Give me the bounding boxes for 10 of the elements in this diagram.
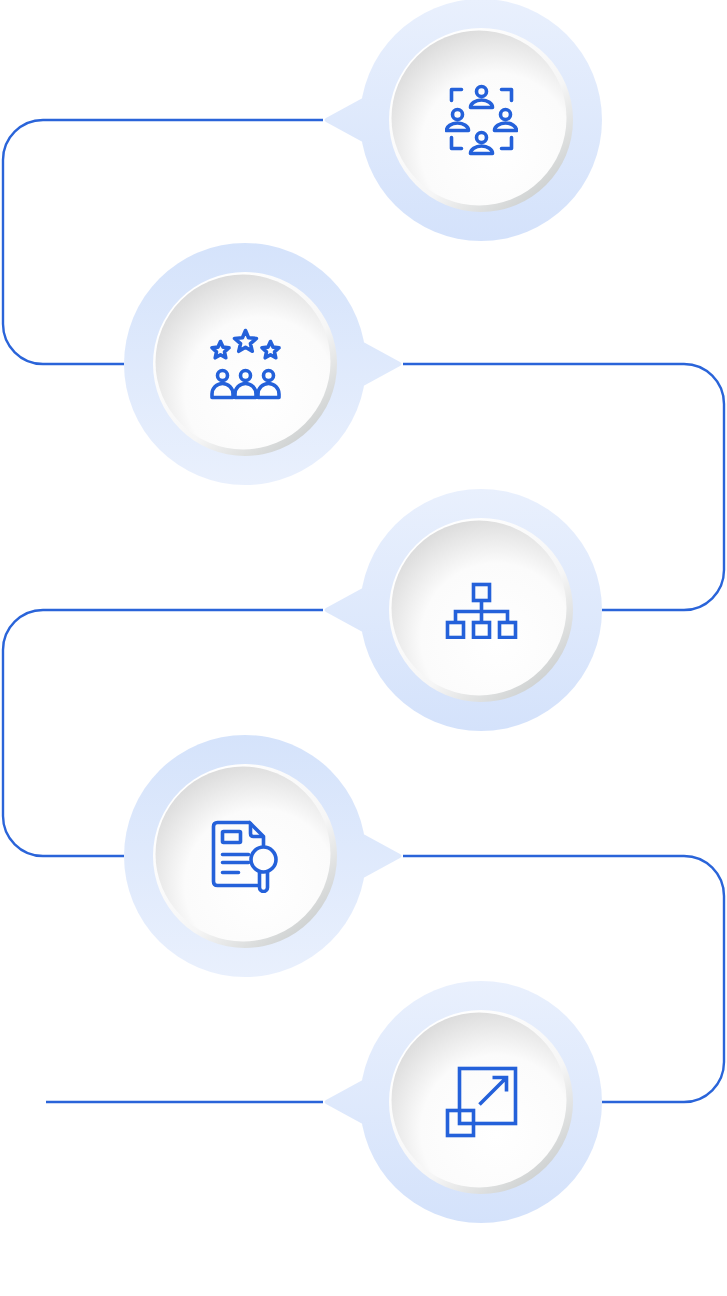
connector-line xyxy=(1,118,323,366)
speech-bubble-circle xyxy=(323,489,602,731)
connector-line xyxy=(1,608,323,858)
connector-line xyxy=(403,362,726,612)
speech-bubble-circle xyxy=(124,243,403,485)
connector-line xyxy=(403,854,726,1104)
speech-bubble-circle xyxy=(323,0,602,241)
speech-bubble-circle xyxy=(323,981,602,1223)
speech-bubble-circle xyxy=(124,735,403,977)
connector-line xyxy=(46,1100,323,1104)
